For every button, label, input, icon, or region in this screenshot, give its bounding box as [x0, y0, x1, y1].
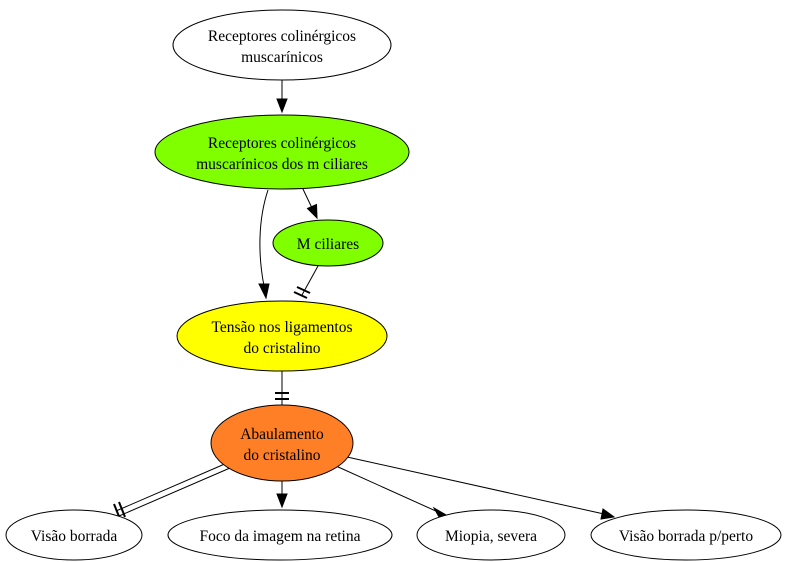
- edge-abaulamento-to-foco: [276, 481, 288, 509]
- node-visao-borrada-shape: [5, 509, 143, 561]
- edge-receptores-to-receptores-ciliares: [276, 80, 288, 114]
- node-abaulamento-line-2: do cristalino: [243, 447, 320, 464]
- edge-abaulamento-to-miopia: [335, 465, 450, 518]
- edge-tensao-to-abaulamento: [275, 370, 289, 405]
- edge-receptores-ciliares-to-tensao: [258, 189, 270, 300]
- node-visao-borrada: Visão borrada: [5, 509, 143, 561]
- node-m-ciliares-line-1: M ciliares: [297, 236, 359, 253]
- node-visao-perto: Visão borrada p/perto: [590, 509, 782, 561]
- node-visao-borrada-line-1: Visão borrada: [31, 528, 118, 545]
- node-tensao-line-1: Tensão nos ligamentos: [212, 319, 353, 336]
- node-foco: Foco da imagem na retina: [167, 509, 393, 561]
- edges-layer: [113, 80, 616, 520]
- nodes-layer: Receptores colinérgicos muscarínicos Rec…: [5, 9, 782, 561]
- node-receptores-ciliares-shape: [154, 114, 410, 190]
- edge-abaulamento-to-visao-borrada: [113, 462, 231, 520]
- node-m-ciliares: M ciliares: [272, 219, 384, 267]
- node-visao-perto-shape: [590, 509, 782, 561]
- node-m-ciliares-shape: [272, 219, 384, 267]
- node-miopia-line-1: Miopia, severa: [445, 528, 537, 545]
- node-miopia-shape: [416, 509, 566, 561]
- node-foco-shape: [167, 509, 393, 561]
- node-receptores-ciliares-line-1: Receptores colinérgicos: [208, 135, 356, 152]
- node-miopia: Miopia, severa: [416, 509, 566, 561]
- node-receptores-line-2: muscarínicos: [241, 49, 323, 66]
- node-abaulamento-shape: [210, 404, 354, 482]
- node-receptores-shape: [172, 9, 392, 81]
- edge-abaulamento-to-visao-perto: [346, 456, 616, 520]
- node-receptores: Receptores colinérgicos muscarínicos: [172, 9, 392, 81]
- node-tensao: Tensão nos ligamentos do cristalino: [176, 300, 388, 372]
- node-receptores-line-1: Receptores colinérgicos: [208, 28, 356, 45]
- edge-m-ciliares-to-tensao: [293, 265, 319, 299]
- node-tensao-shape: [176, 300, 388, 372]
- node-visao-perto-line-1: Visão borrada p/perto: [619, 528, 753, 545]
- node-abaulamento: Abaulamento do cristalino: [210, 404, 354, 482]
- node-tensao-line-2: do cristalino: [243, 340, 320, 357]
- node-receptores-ciliares-line-2: muscarínicos dos m ciliares: [196, 156, 368, 173]
- edge-receptores-ciliares-to-m-ciliares: [301, 186, 318, 220]
- node-receptores-ciliares: Receptores colinérgicos muscarínicos dos…: [154, 114, 410, 190]
- node-foco-line-1: Foco da imagem na retina: [200, 528, 361, 545]
- node-abaulamento-line-1: Abaulamento: [240, 426, 324, 443]
